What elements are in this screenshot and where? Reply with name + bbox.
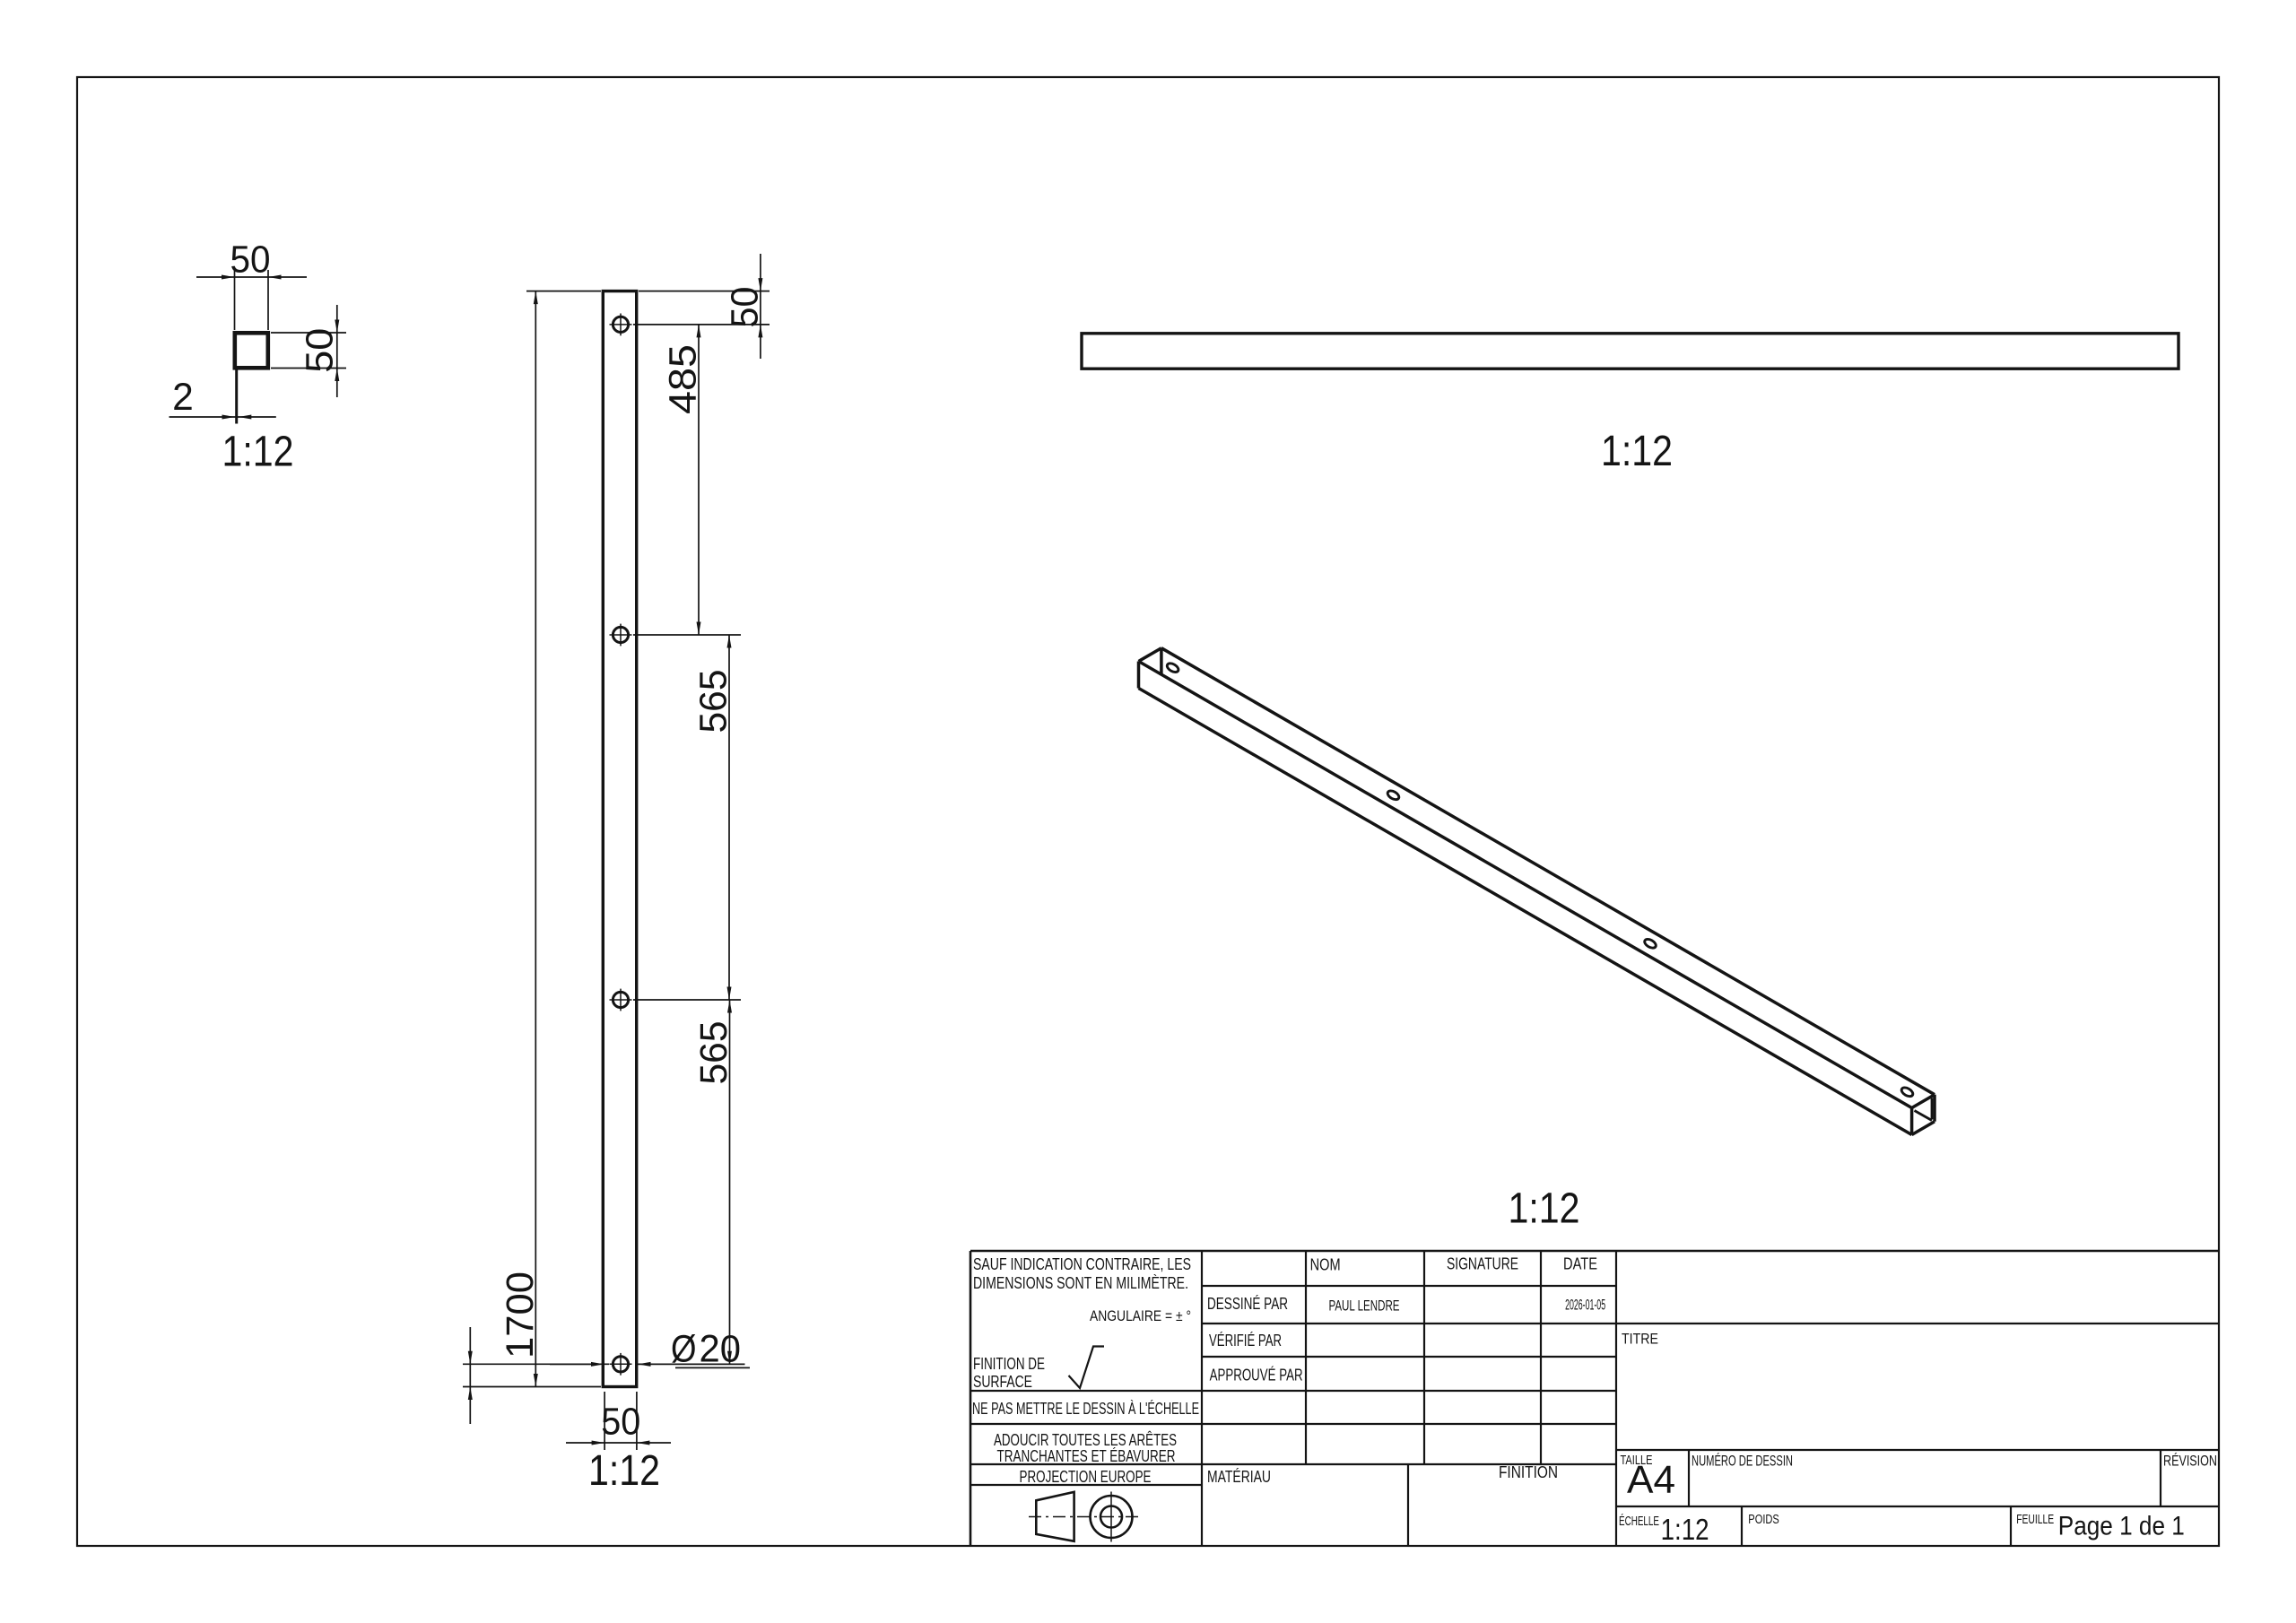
svg-text:ADOUCIR TOUTES LES ARÊTES: ADOUCIR TOUTES LES ARÊTES (994, 1430, 1177, 1449)
svg-text:TITRE: TITRE (1622, 1331, 1658, 1348)
svg-text:SIGNATURE: SIGNATURE (1447, 1254, 1518, 1273)
svg-text:Page 1 de 1: Page 1 de 1 (2058, 1512, 2185, 1541)
svg-text:20: 20 (700, 1329, 742, 1371)
svg-text:ANGULAIRE = ± °: ANGULAIRE = ± ° (1090, 1307, 1191, 1324)
svg-text:VÉRIFIÉ PAR: VÉRIFIÉ PAR (1209, 1331, 1282, 1350)
svg-text:50: 50 (230, 239, 271, 282)
svg-text:485: 485 (663, 344, 705, 414)
svg-text:NUMÉRO DE DESSIN: NUMÉRO DE DESSIN (1692, 1453, 1793, 1470)
svg-text:50: 50 (601, 1402, 640, 1444)
svg-text:TRANCHANTES ET ÉBAVURER: TRANCHANTES ET ÉBAVURER (997, 1446, 1176, 1465)
svg-text:1:12: 1:12 (1601, 428, 1673, 475)
svg-text:DATE: DATE (1563, 1254, 1597, 1273)
svg-text:2026-01-05: 2026-01-05 (1565, 1297, 1605, 1314)
svg-text:FINITION: FINITION (1499, 1462, 1558, 1481)
svg-text:1700: 1700 (500, 1271, 542, 1358)
svg-text:1:12: 1:12 (1509, 1185, 1580, 1233)
svg-text:POIDS: POIDS (1748, 1513, 1779, 1527)
svg-text:PAUL LENDRE: PAUL LENDRE (1329, 1298, 1400, 1315)
svg-text:50: 50 (724, 287, 766, 328)
svg-text:1:12: 1:12 (222, 429, 294, 476)
svg-text:TAILLE: TAILLE (1621, 1454, 1653, 1468)
svg-text:SURFACE: SURFACE (973, 1372, 1032, 1391)
svg-text:FINITION DE: FINITION DE (973, 1354, 1045, 1373)
svg-text:2: 2 (172, 377, 194, 419)
svg-text:NOM: NOM (1310, 1255, 1341, 1274)
svg-text:1:12: 1:12 (588, 1447, 660, 1495)
svg-text:DESSINÉ PAR: DESSINÉ PAR (1207, 1294, 1288, 1313)
svg-text:50: 50 (299, 328, 341, 373)
svg-text:565: 565 (693, 670, 735, 733)
svg-text:APPROUVÉ PAR: APPROUVÉ PAR (1210, 1366, 1303, 1384)
svg-text:NE PAS METTRE LE DESSIN À L'ÉC: NE PAS METTRE LE DESSIN À L'ÉCHELLE (972, 1399, 1199, 1418)
svg-text:DIMENSIONS SONT EN MILIMÈTRE.: DIMENSIONS SONT EN MILIMÈTRE. (973, 1273, 1188, 1292)
svg-text:ÉCHELLE: ÉCHELLE (1619, 1514, 1659, 1529)
svg-text:FEUILLE: FEUILLE (2016, 1513, 2054, 1527)
svg-text:SAUF INDICATION CONTRAIRE, LES: SAUF INDICATION CONTRAIRE, LES (973, 1254, 1191, 1273)
svg-text:1:12: 1:12 (1661, 1513, 1709, 1546)
svg-text:565: 565 (693, 1021, 735, 1085)
svg-text:A4: A4 (1627, 1458, 1675, 1502)
svg-text:MATÉRIAU: MATÉRIAU (1207, 1467, 1271, 1486)
svg-text:PROJECTION EUROPE: PROJECTION EUROPE (1020, 1467, 1152, 1486)
svg-text:Ø: Ø (671, 1329, 697, 1371)
svg-text:RÉVISION: RÉVISION (2163, 1453, 2217, 1470)
